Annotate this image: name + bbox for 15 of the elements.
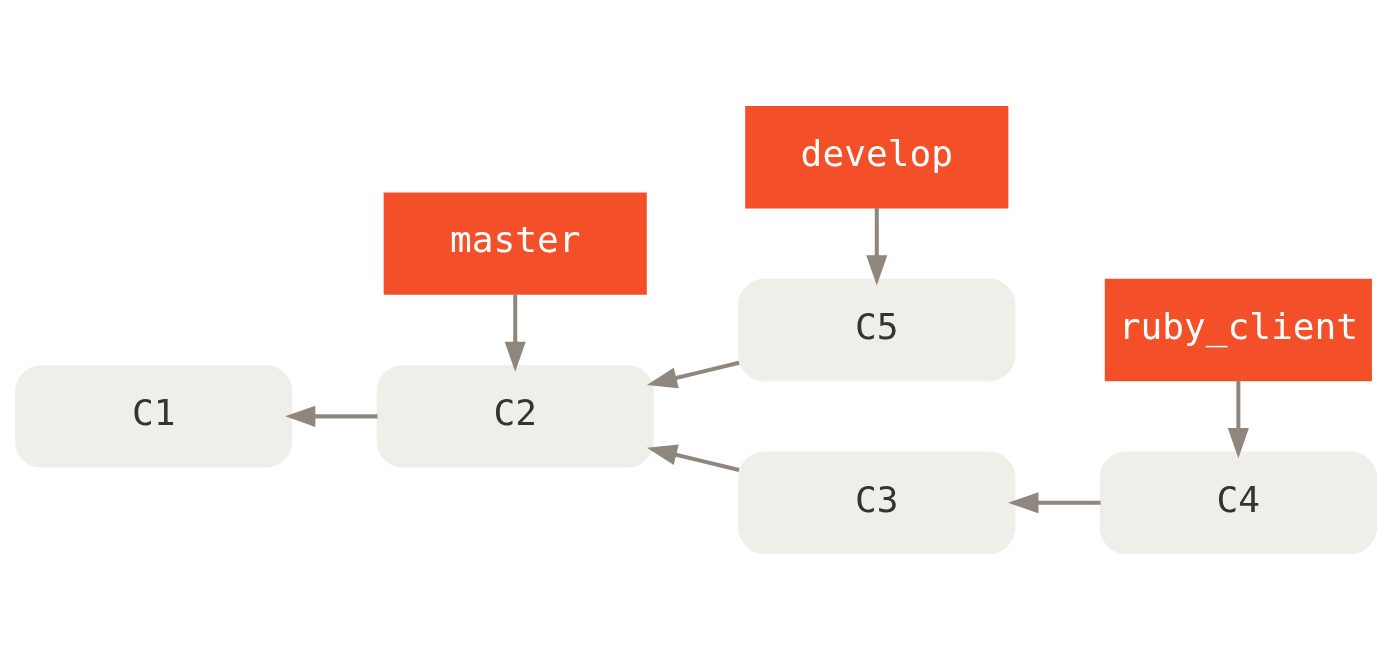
node-box: C4 [1099, 451, 1377, 554]
node-box: C1 [15, 365, 293, 468]
node-box: ruby_client [1104, 278, 1372, 382]
arrow [646, 360, 740, 389]
arrow [1227, 380, 1249, 459]
node-box: C3 [738, 451, 1016, 554]
arrow [646, 444, 740, 472]
arrow [866, 207, 888, 286]
arrow [285, 405, 378, 427]
arrow [1008, 492, 1101, 514]
node-box: C2 [376, 365, 654, 468]
arrow [504, 294, 526, 372]
node-box: C5 [738, 278, 1016, 382]
node-box: master [383, 192, 647, 295]
node-box: develop [745, 106, 1009, 209]
